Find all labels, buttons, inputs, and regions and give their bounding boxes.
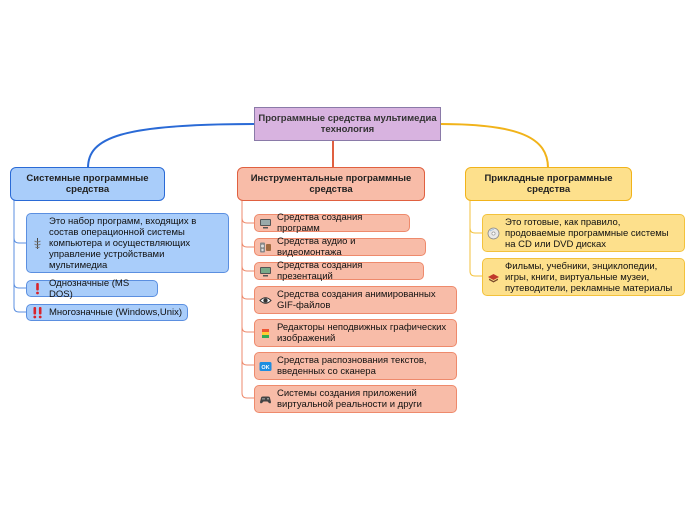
ok-badge-icon: OK [259, 360, 272, 373]
subtopic-single-task-label: Однозначные (MS DOS) [49, 277, 130, 300]
link-tools-5 [241, 326, 254, 333]
double-exclamation-icon [31, 306, 44, 319]
subtopic-gif-animation[interactable]: Средства создания анимированных GIF-файл… [254, 286, 457, 314]
topic-system-software-label: Системные программные средства [26, 173, 149, 195]
central-topic[interactable]: Программные средства мультимедиа техноло… [254, 107, 441, 141]
subtopic-presentations-label: Средства создания презентаций [277, 260, 363, 282]
link-central-to-system [87, 123, 255, 169]
subtopic-multi-task[interactable]: Многозначные (Windows,Unix) [26, 304, 188, 321]
subtopic-single-task[interactable]: Однозначные (MS DOS) [26, 277, 158, 300]
central-topic-label: Программные средства мультимедиа техноло… [258, 113, 437, 135]
link-central-to-applied [439, 123, 549, 169]
link-tools-2 [241, 241, 254, 248]
stacked-images-icon [259, 327, 272, 340]
subtopic-gif-animation-label: Средства создания анимированных GIF-файл… [277, 289, 436, 311]
subtopic-virtual-reality-label: Системы создания приложений виртуальной … [277, 388, 422, 410]
subtopic-program-creation[interactable]: Средства создания программ [254, 212, 410, 234]
subtopic-text-recognition[interactable]: OK Средства распознования текстов, введе… [254, 352, 457, 380]
svg-text:OK: OK [261, 365, 269, 371]
subtopic-multi-task-label: Многозначные (Windows,Unix) [49, 307, 183, 318]
subtopic-image-editors[interactable]: Редакторы неподвижных графических изобра… [254, 319, 457, 347]
subtopic-program-creation-label: Средства создания программ [277, 212, 363, 234]
presentation-screen-icon [259, 265, 272, 278]
subtopic-image-editors-label: Редакторы неподвижных графических изобра… [277, 322, 447, 344]
subtopic-ready-systems-label: Это готовые, как правило, продоваемые пр… [505, 216, 669, 250]
topic-applied-software[interactable]: Прикладные программные средства [465, 167, 632, 201]
gamepad-icon [259, 393, 272, 406]
link-applied-1 [469, 200, 482, 234]
subtopic-presentations[interactable]: Средства создания презентаций [254, 260, 424, 282]
subtopic-text-recognition-label: Средства распознования текстов, введенны… [277, 355, 427, 377]
link-tools-1 [241, 217, 254, 224]
link-tools-6 [241, 359, 254, 366]
subtopic-audio-video[interactable]: Средства аудио и видеомонтажа [254, 236, 426, 258]
exclamation-icon [31, 282, 44, 295]
link-system-1 [13, 200, 26, 244]
link-tools-4 [241, 293, 254, 300]
eye-icon [259, 294, 272, 307]
link-system-2 [13, 238, 26, 289]
link-applied-2 [469, 228, 482, 277]
books-icon [487, 271, 500, 284]
topic-tool-software[interactable]: Инструментальные программные средства [237, 167, 425, 201]
link-tools-7 [241, 392, 254, 399]
subtopic-system-definition-label: Это набор программ, входящих в состав оп… [49, 215, 197, 271]
subtopic-content-examples-label: Фильмы, учебники, энциклопедии, игры, кн… [505, 260, 673, 294]
subtopic-virtual-reality[interactable]: Системы создания приложений виртуальной … [254, 385, 457, 413]
subtopic-system-definition[interactable]: Это набор программ, входящих в состав оп… [26, 213, 229, 273]
topic-system-software[interactable]: Системные программные средства [10, 167, 165, 201]
link-tools-3 [241, 265, 254, 272]
subtopic-ready-systems[interactable]: Это готовые, как правило, продоваемые пр… [482, 214, 685, 252]
caduceus-icon [31, 237, 44, 250]
audio-video-icon [259, 241, 272, 254]
disc-icon [487, 227, 500, 240]
topic-tool-software-label: Инструментальные программные средства [250, 173, 412, 195]
monitor-icon [259, 217, 272, 230]
subtopic-content-examples[interactable]: Фильмы, учебники, энциклопедии, игры, кн… [482, 258, 685, 296]
topic-applied-software-label: Прикладные программные средства [484, 173, 613, 195]
subtopic-audio-video-label: Средства аудио и видеомонтажа [277, 236, 356, 258]
link-system-3 [13, 283, 26, 313]
